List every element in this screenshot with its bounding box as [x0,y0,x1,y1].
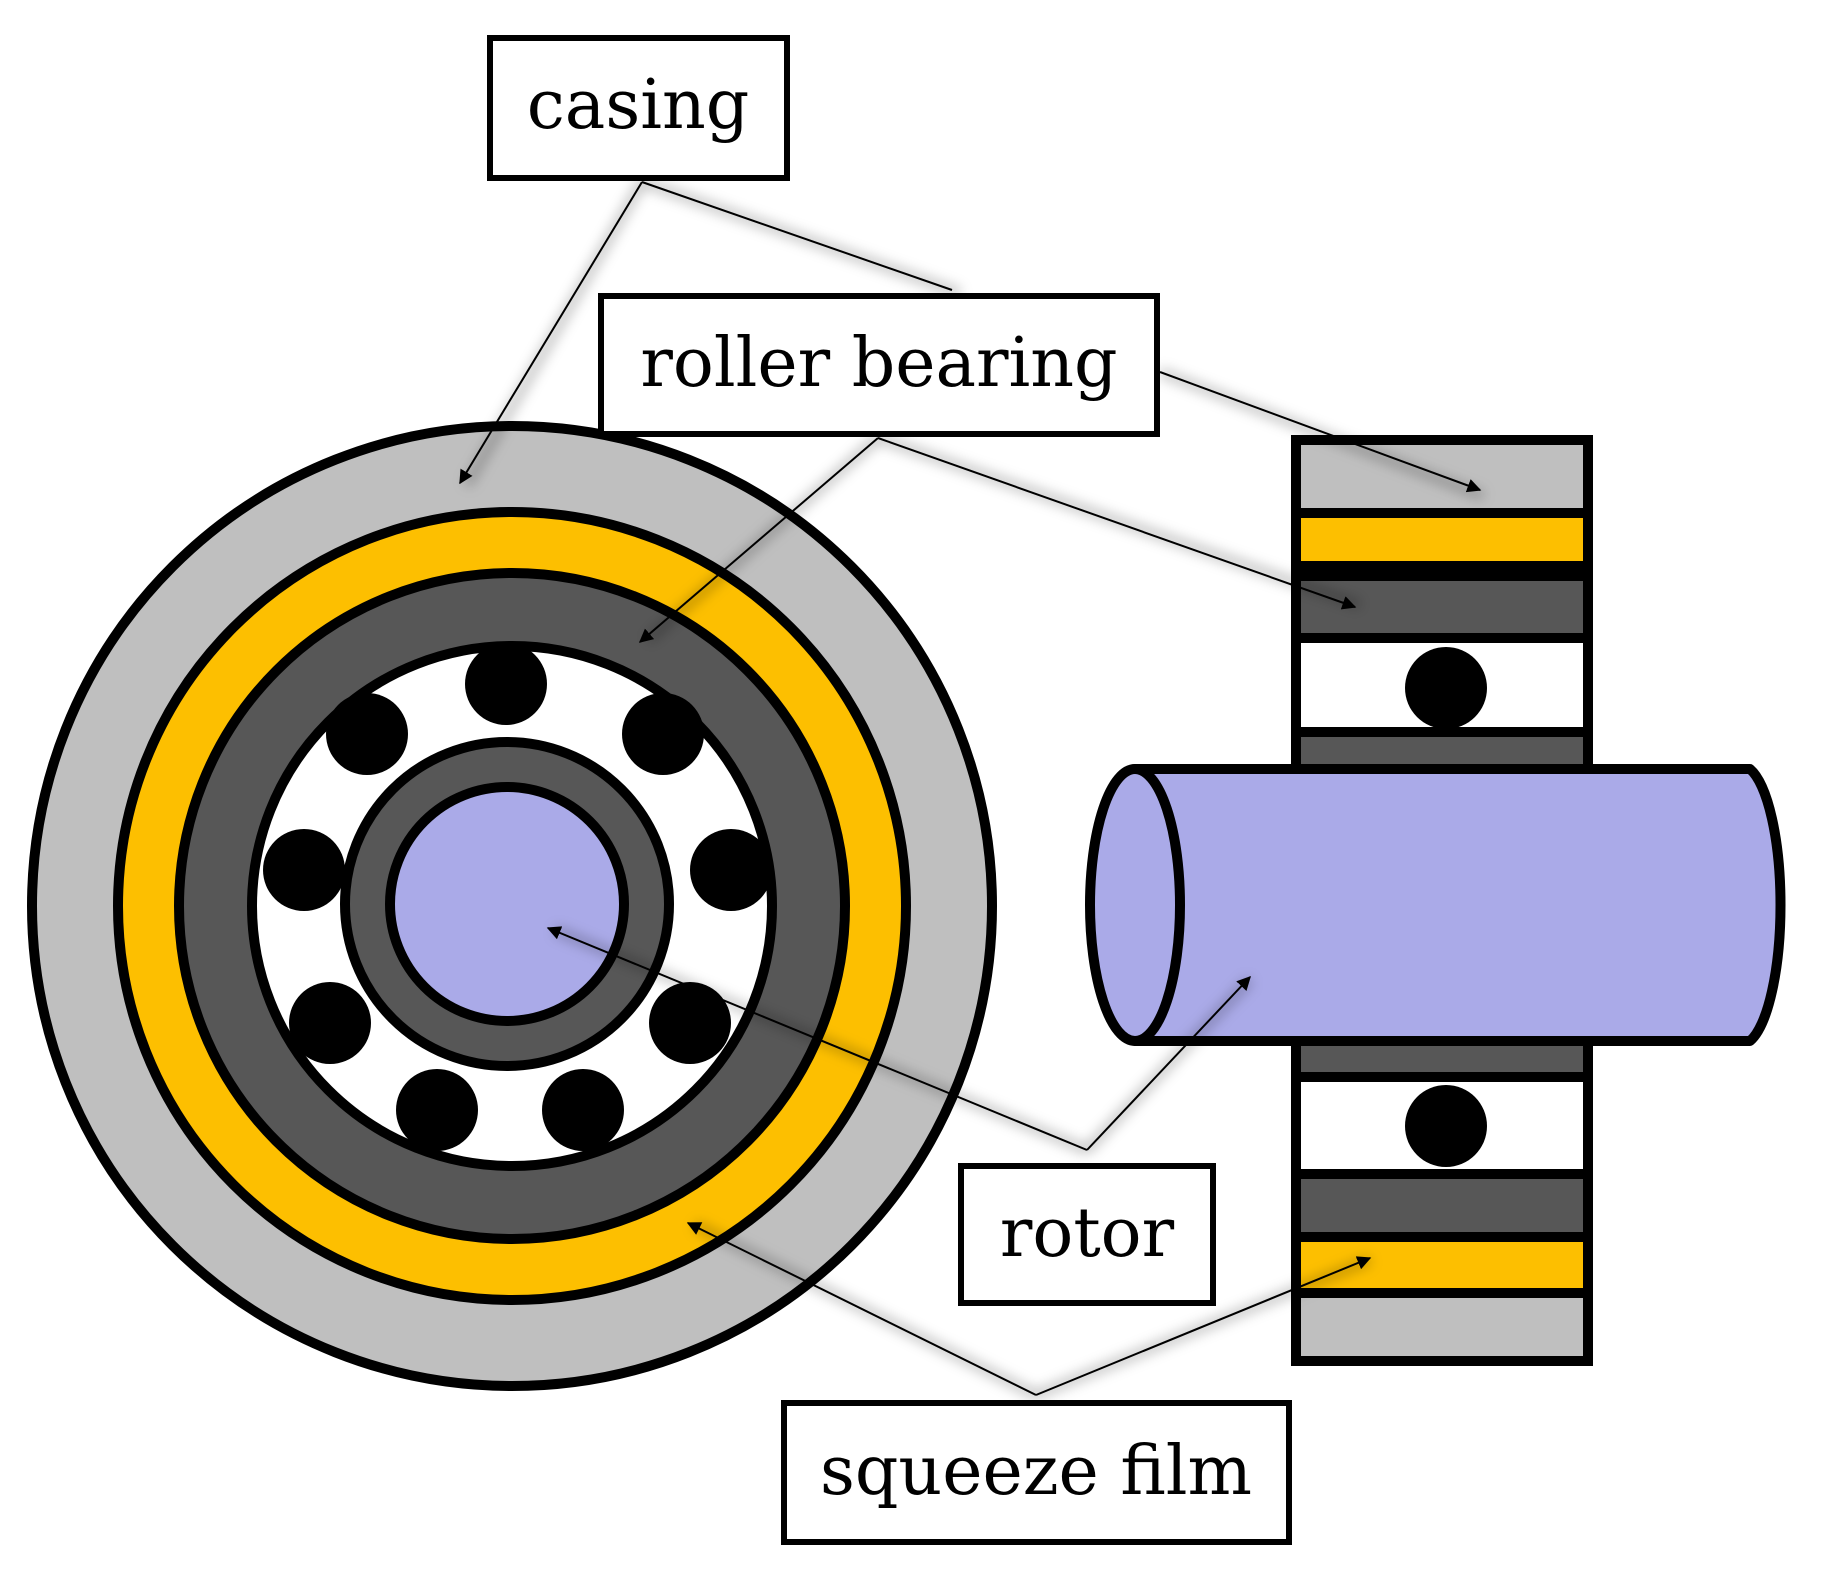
rolling-elements-front [263,643,772,1151]
outer-race-top-side [1291,571,1593,643]
rolling-element [690,829,772,911]
roller-bearing-leader-side [877,437,1357,610]
rolling-element-top-side [1405,647,1487,729]
label-rotor: rotor [958,1163,1216,1306]
label-text-roller-bearing: roller bearing [640,324,1117,403]
rotor-shaft-end [1085,764,1185,1046]
rotor-shaft-side [1130,764,1786,1046]
leader-lines [459,181,1482,1396]
squeeze-film-leader-front [686,1222,1037,1396]
side-view [1085,435,1786,1366]
front-view [27,421,997,1391]
label-text-rotor: rotor [1000,1194,1175,1273]
outer-race-bottom-side [1291,1169,1593,1242]
rotor-leader-side [1086,975,1251,1151]
label-box-rotor [958,1163,1216,1306]
label-casing: casing [487,35,790,181]
squeeze-film-leader-side [1035,1256,1372,1396]
casing-leader-front [459,181,643,485]
rolling-element [289,982,371,1064]
rolling-element [542,1069,624,1151]
rolling-element [263,829,345,911]
rolling-element [622,693,704,775]
label-roller-bearing: roller bearing [598,293,1160,437]
roller-bearing-leader-front [638,437,879,643]
label-squeeze-film: squeeze film [781,1400,1292,1545]
casing-bottom-side [1291,1288,1593,1366]
squeeze-film-bottom-side [1291,1232,1593,1298]
label-text-casing: casing [527,66,750,145]
rolling-element-bottom-side [1405,1085,1487,1167]
squeeze-film-top-side [1291,508,1593,571]
label-box-roller-bearing [598,293,1160,437]
rolling-element [396,1069,478,1151]
rolling-element [465,643,547,725]
rotor-leader-front [546,926,1088,1151]
label-text-squeeze-film: squeeze film [820,1432,1252,1511]
label-box-squeeze-film [781,1400,1292,1545]
rolling-element [326,693,408,775]
casing-leader-bridge [641,181,953,291]
casing-leader-side [1159,371,1482,493]
label-box-casing [487,35,790,181]
rolling-element [649,982,731,1064]
rotor-front [385,782,629,1026]
